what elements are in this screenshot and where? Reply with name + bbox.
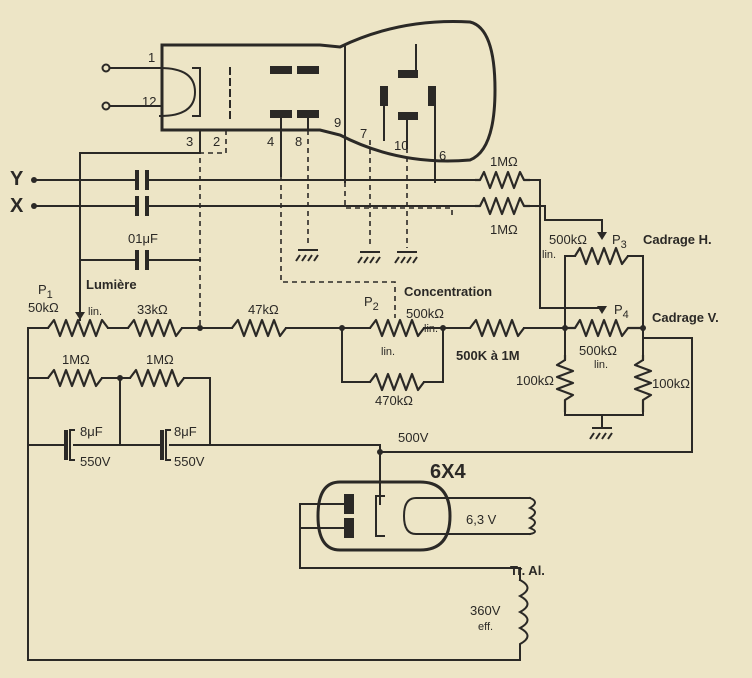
- cap-8uf-a-plate-neg: [64, 430, 68, 460]
- concentration-label: Concentration: [404, 284, 492, 299]
- resistor-33k-label: 33kΩ: [137, 302, 168, 317]
- resistor-1m-b-label: 1MΩ: [146, 352, 174, 367]
- pin-10-label: 10: [394, 138, 408, 153]
- ground-symbols: [295, 249, 613, 440]
- p1-value: 50kΩ: [28, 300, 59, 315]
- deflection-plate-6: [428, 86, 436, 106]
- p2-lin-b: lin.: [381, 346, 395, 358]
- deflection-plate-8: [297, 110, 319, 118]
- pin-1-label: 1: [148, 50, 155, 65]
- cap-8uf-b-volt: 550V: [174, 454, 205, 469]
- junction-p4-left: [562, 325, 568, 331]
- p1-lin: lin.: [88, 306, 102, 318]
- deflection-plate-7: [380, 86, 388, 106]
- pin-3-label: 3: [186, 134, 193, 149]
- tube-label: 6X4: [430, 461, 466, 483]
- p3-lin: lin.: [542, 249, 556, 261]
- eff-label: eff.: [478, 621, 493, 633]
- deflection-plate-8-top: [297, 66, 319, 74]
- input-x-label: X: [10, 195, 24, 217]
- capacitor-y-plate-a: [135, 170, 139, 190]
- p1-name: P1: [38, 282, 53, 301]
- cap-lumiere-plate-b: [145, 250, 149, 270]
- resistor-1m-a-label: 1MΩ: [62, 352, 90, 367]
- cap-8uf-b-plate-neg: [160, 430, 164, 460]
- v360-label: 360V: [470, 603, 501, 618]
- rectifier-tube: 6X4 6,3 V: [299, 451, 536, 581]
- pin-7-label: 7: [360, 126, 367, 141]
- resistor-variable-label: 500K à 1M: [456, 348, 520, 363]
- crt-pin-leads: [79, 129, 453, 330]
- deflection-plate-4-bottom: [270, 110, 292, 118]
- heater-terminal-1: [101, 63, 111, 73]
- capacitor-x-plate-b: [145, 196, 149, 216]
- p1-arrow: [75, 312, 85, 320]
- pin-4-label: 4: [267, 134, 274, 149]
- p4-value: 500kΩ: [579, 343, 617, 358]
- cadrage-v-label: Cadrage V.: [652, 310, 719, 325]
- p3-arrow: [597, 232, 607, 240]
- pin-9-label: 9: [334, 115, 341, 130]
- junction-33k: [197, 325, 203, 331]
- resistor-100k-right-label: 100kΩ: [652, 376, 690, 391]
- input-y-terminal: [31, 177, 37, 183]
- left-divider: 01μF Lumière P1 50kΩ lin. 33kΩ 47kΩ Conc…: [27, 231, 566, 408]
- filter-section: 1MΩ 1MΩ 8μF 550V 8μF 550V 500V: [27, 327, 693, 661]
- rectifier-plate-a: [344, 494, 354, 514]
- cap-8uf-a-value: 8μF: [80, 424, 103, 439]
- p4-name: P4: [614, 302, 629, 321]
- resistor-470k-label: 470kΩ: [375, 393, 413, 408]
- p2-value: 500kΩ: [406, 306, 444, 321]
- pin-2-label: 2: [213, 134, 220, 149]
- v500-label: 500V: [398, 430, 429, 445]
- input-y-label: Y: [10, 168, 24, 190]
- resistor-100k-left-label: 100kΩ: [516, 373, 554, 388]
- p2-name: P2: [364, 294, 379, 313]
- positioning-network: 500kΩ lin. P3 Cadrage H. P4 500kΩ lin. C…: [516, 232, 719, 453]
- resistor-x-label: 1MΩ: [490, 222, 518, 237]
- cap-8uf-b-value: 8μF: [174, 424, 197, 439]
- crt-tube: 1 12 3 2 4 8 9 7 10 6: [142, 20, 497, 163]
- rectifier-plate-b: [344, 518, 354, 538]
- transformer-label: Tr. Al.: [510, 563, 545, 578]
- p3-name: P3: [612, 232, 627, 251]
- deflection-plate-4: [270, 66, 292, 74]
- pin-8-label: 8: [295, 134, 302, 149]
- cap-8uf-a-volt: 550V: [80, 454, 111, 469]
- heater-terminal-12: [101, 101, 111, 111]
- resistor-y-label: 1MΩ: [490, 154, 518, 169]
- deflection-plate-10: [398, 112, 418, 120]
- p3-value: 500kΩ: [549, 232, 587, 247]
- input-section: Y X 1MΩ 1MΩ: [10, 154, 607, 314]
- resistor-47k-label: 47kΩ: [248, 302, 279, 317]
- cadrage-h-label: Cadrage H.: [643, 232, 712, 247]
- p4-lin: lin.: [594, 359, 608, 371]
- cap-lumiere-plate-a: [135, 250, 139, 270]
- capacitor-y-plate-b: [145, 170, 149, 190]
- lumiere-label: Lumière: [86, 277, 137, 292]
- heater-label: 6,3 V: [466, 512, 497, 527]
- capacitor-x-plate-a: [135, 196, 139, 216]
- cap-lumiere-label: 01μF: [128, 231, 158, 246]
- deflection-plate-10-top: [398, 70, 418, 78]
- pin-6-label: 6: [439, 148, 446, 163]
- junction-p4-right: [640, 325, 646, 331]
- p4-arrow: [597, 306, 607, 314]
- transformer: Tr. Al. 360V eff.: [27, 563, 545, 661]
- input-x-terminal: [31, 203, 37, 209]
- heater-terminals: [101, 63, 161, 111]
